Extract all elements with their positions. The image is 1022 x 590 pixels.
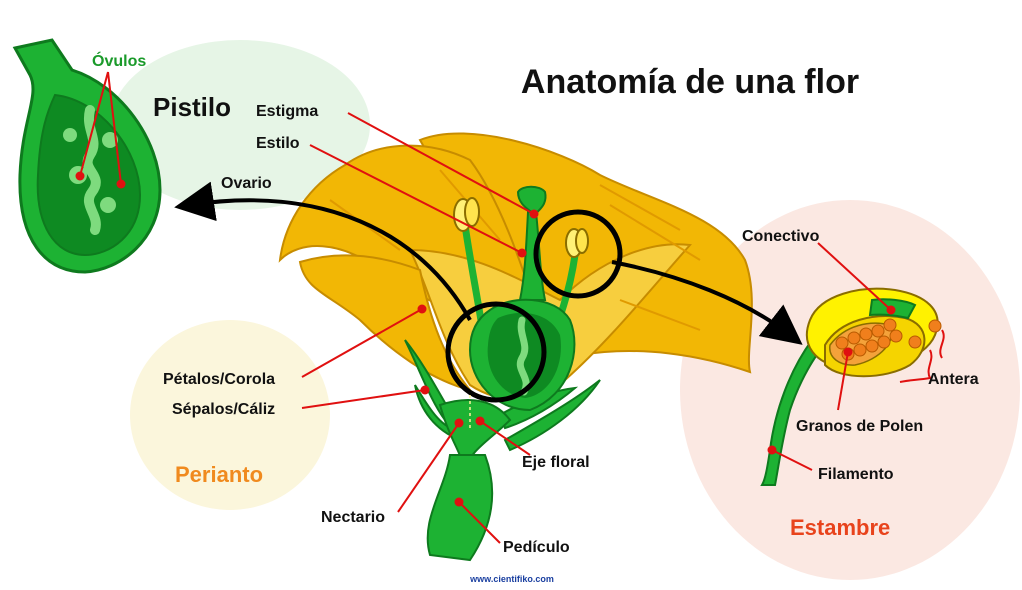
pointer-pediculo xyxy=(458,501,501,544)
section-title-pistilo: Pistilo xyxy=(153,92,231,122)
pointer-petalos xyxy=(301,308,423,378)
label-estigma: Estigma xyxy=(256,103,318,120)
pointer-estilo xyxy=(309,144,523,254)
label-petalos: Pétalos/Corola xyxy=(163,371,275,388)
label-antera: Antera xyxy=(928,371,979,388)
section-title-perianto: Perianto xyxy=(175,462,263,487)
pistilo-bubble xyxy=(110,40,370,210)
main-flower xyxy=(278,132,753,562)
page-title: Anatomía de una flor xyxy=(521,63,859,101)
pointer-filamento xyxy=(771,449,813,471)
label-nectario: Nectario xyxy=(321,509,385,526)
pointer-estigma xyxy=(347,112,535,215)
pointer-granos-polen xyxy=(837,351,849,411)
perianto-bubble xyxy=(130,320,330,510)
arrow-to-estambre xyxy=(611,260,803,345)
stamen-detail xyxy=(760,287,945,486)
credit-text: www.cientifiko.com xyxy=(469,574,554,584)
pointer-sepalos xyxy=(301,389,426,409)
label-ovulos: Óvulos xyxy=(92,51,146,70)
pistil-detail xyxy=(12,38,162,274)
label-granos-polen: Granos de Polen xyxy=(796,418,923,435)
label-pediculo: Pedículo xyxy=(503,539,570,556)
label-ovario: Ovario xyxy=(221,175,272,192)
section-title-estambre: Estambre xyxy=(790,515,890,540)
label-conectivo: Conectivo xyxy=(742,228,820,245)
pointer-ovulos-1 xyxy=(79,71,109,177)
pointer-ovulos-2 xyxy=(107,71,122,185)
pointer-conectivo xyxy=(817,242,892,311)
label-eje-floral: Eje floral xyxy=(522,454,590,471)
label-sepalos: Sépalos/Cáliz xyxy=(172,401,275,418)
pointer-eje-floral xyxy=(479,420,531,456)
label-estilo: Estilo xyxy=(256,135,300,152)
label-filamento: Filamento xyxy=(818,466,894,483)
pointer-nectario xyxy=(397,422,460,513)
arrow-to-pistilo xyxy=(174,181,472,321)
